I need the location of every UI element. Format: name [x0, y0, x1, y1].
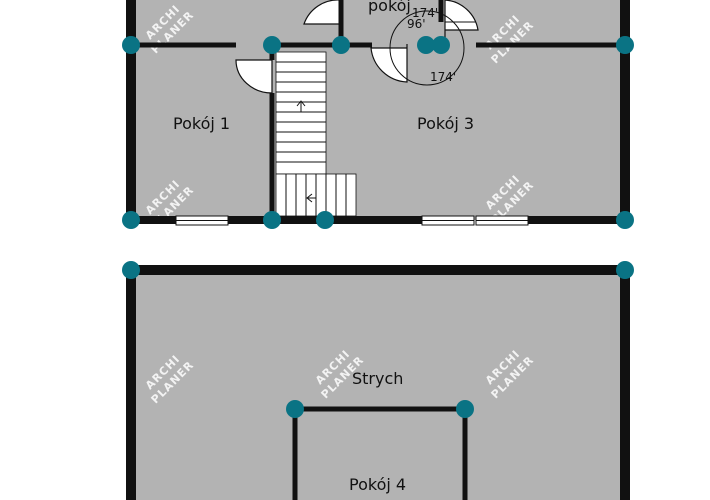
door-room3-pair [370, 0, 479, 86]
wall-node [263, 36, 281, 54]
wall-node [417, 36, 435, 54]
dimension-label: 174' [412, 6, 438, 20]
wall-node [616, 36, 634, 54]
stair-direction-arrow-icon [296, 100, 306, 112]
room-label-room3: Pokój 3 [417, 114, 474, 133]
wall-node [432, 36, 450, 54]
wall-node [616, 261, 634, 279]
walls-attic [126, 265, 630, 500]
room-label-room4: Pokój 4 [349, 475, 406, 494]
staircase [275, 51, 357, 217]
wall-node [286, 400, 304, 418]
attic-fill [131, 270, 625, 500]
room-label-attic: Strych [352, 369, 403, 388]
wall-nodes [122, 36, 634, 418]
wall-node [616, 211, 634, 229]
wall-node [122, 211, 140, 229]
dimension-label: 96' [407, 17, 426, 31]
wall-node [263, 211, 281, 229]
room-label-top: pokój [368, 0, 411, 15]
room-label-room1: Pokój 1 [173, 114, 230, 133]
wall-node [316, 211, 334, 229]
wall-node [332, 36, 350, 54]
dimension-label: 174' [430, 70, 456, 84]
wall-node [122, 36, 140, 54]
stair-direction-arrow-icon [306, 193, 316, 203]
upper-floor-fill [131, 0, 625, 220]
wall-node [456, 400, 474, 418]
door-room1 [235, 59, 273, 94]
wall-node [122, 261, 140, 279]
